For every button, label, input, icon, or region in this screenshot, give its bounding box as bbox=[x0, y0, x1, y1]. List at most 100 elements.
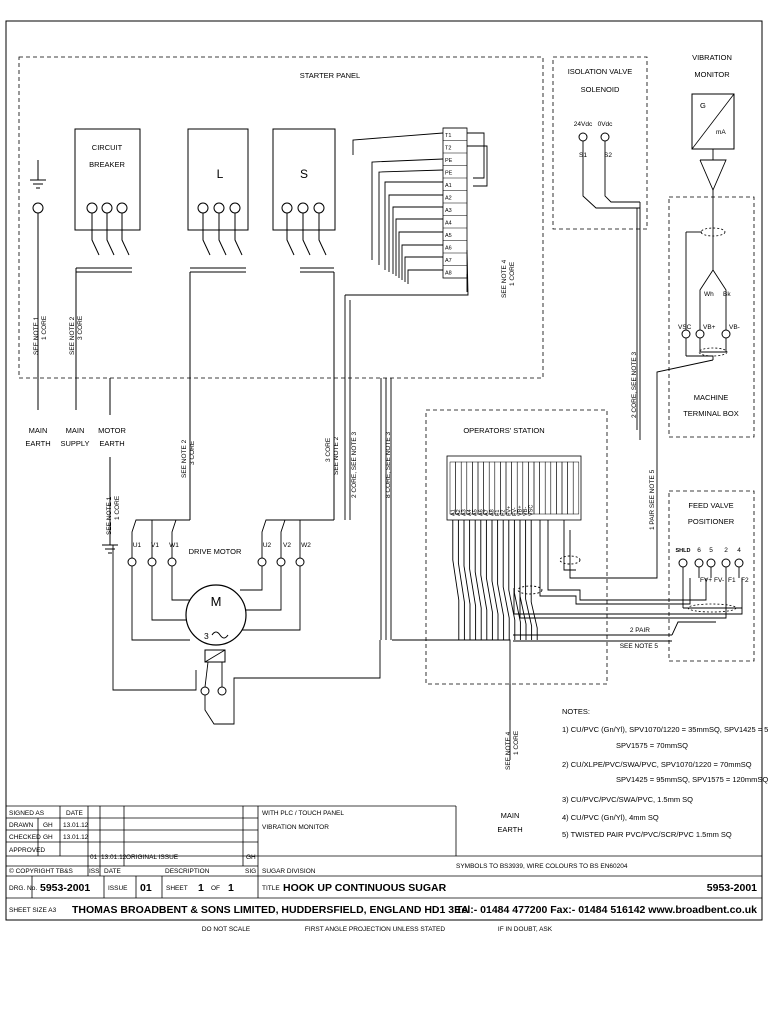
s2-label: S2 bbox=[604, 152, 612, 159]
circuit-breaker-label-2: BREAKER bbox=[89, 160, 125, 169]
tb-signed-as: SIGNED AS bbox=[9, 810, 45, 817]
tb-issue: 01 bbox=[140, 882, 152, 894]
note-line: 5) TWISTED PAIR PVC/PVC/SCR/PVC 1.5mm SQ bbox=[562, 830, 732, 839]
ops-terminal-label: FV+ bbox=[506, 506, 512, 516]
cable-note-2b: SEE NOTE 2 bbox=[181, 439, 188, 478]
cable-note-2a-sub: 3 CORE bbox=[77, 315, 84, 340]
ops-terminal-cell bbox=[561, 461, 568, 515]
isolation-valve-label-2: SOLENOID bbox=[581, 85, 620, 94]
fv-4-label: 4 bbox=[737, 547, 741, 554]
fv-5-label: 5 bbox=[709, 547, 713, 554]
tb-approved: APPROVED bbox=[9, 847, 45, 854]
motor-earth-label-1: MOTOR bbox=[98, 426, 126, 435]
ops-terminal-cell bbox=[556, 461, 563, 515]
notes-title: NOTES: bbox=[562, 707, 590, 716]
terminal-label: A2 bbox=[445, 196, 452, 202]
starter-panel-enclosure bbox=[18, 56, 544, 379]
ops-wire bbox=[525, 520, 533, 640]
cable-note-3c: 2 CORE, SEE NOTE 3 bbox=[631, 352, 638, 418]
tb-rev-date: 13.01.12 bbox=[101, 854, 127, 861]
motor-3-label: 3 bbox=[204, 631, 209, 641]
ops-terminal-cell bbox=[533, 461, 540, 515]
cable-note-4b: SEE NOTE 4 bbox=[505, 731, 512, 770]
ops-terminal-cell bbox=[477, 461, 484, 515]
contactor-l bbox=[187, 128, 249, 231]
ops-terminal-label: A6 bbox=[478, 509, 484, 516]
terminal-label: PE bbox=[445, 171, 453, 177]
tb-title: HOOK UP CONTINUOUS SUGAR bbox=[283, 882, 447, 894]
tb-sig-header: SIG bbox=[245, 868, 256, 875]
ops-terminal-label: F2 bbox=[501, 510, 507, 516]
tb-plc-note: WITH PLC / TOUCH PANEL bbox=[262, 810, 344, 817]
contactor-s-label: S bbox=[300, 167, 308, 181]
tb-rev-by: GH bbox=[246, 854, 256, 861]
cable-note-3a: 2 CORE, SEE NOTE 3 bbox=[351, 432, 358, 498]
fv-shld-label: SHLD bbox=[676, 548, 691, 554]
ops-terminal-cell bbox=[572, 461, 580, 515]
ops-terminal-label: A5 bbox=[473, 509, 479, 516]
main-earth-bottom-2: EARTH bbox=[497, 825, 522, 834]
ops-wire bbox=[508, 520, 516, 640]
note-line: 2) CU/XLPE/PVC/SWA/PVC, SPV1070/1220 = 7… bbox=[562, 760, 752, 769]
ops-wire bbox=[530, 520, 538, 640]
tb-sheet-label: SHEET bbox=[166, 885, 188, 892]
drive-motor-label: DRIVE MOTOR bbox=[189, 547, 242, 556]
tb-sheet-size: SHEET SIZE A3 bbox=[9, 907, 57, 914]
main-supply-label-2: SUPPLY bbox=[60, 439, 89, 448]
fv-2-label: 2 bbox=[724, 547, 728, 554]
terminal-label: A1 bbox=[445, 183, 452, 189]
terminal-label: A5 bbox=[445, 233, 452, 239]
cable-note-2b-sub: 3 CORE bbox=[189, 440, 196, 465]
note-line: SPV1575 = 70mmSQ bbox=[616, 741, 688, 750]
main-earth-label-1: MAIN bbox=[29, 426, 48, 435]
machine-tb-label-2: TERMINAL BOX bbox=[683, 409, 739, 418]
ops-terminal-cell bbox=[455, 461, 462, 515]
machine-terminal-box-enclosure bbox=[668, 196, 755, 438]
drawing-border bbox=[5, 20, 763, 921]
ops-terminal-cell bbox=[539, 461, 546, 515]
vm-g-label: G bbox=[700, 101, 706, 110]
note-line: 1) CU/PVC (Gn/Yl), SPV1070/1220 = 35mmSQ… bbox=[562, 725, 768, 734]
ops-terminal-cell bbox=[511, 461, 518, 515]
ops-wire bbox=[474, 520, 482, 640]
ops-terminal-cell bbox=[550, 461, 557, 515]
ops-terminal-label: A7 bbox=[484, 509, 490, 516]
w2-label: W2 bbox=[301, 542, 311, 549]
ops-terminal-cell bbox=[449, 461, 456, 515]
cable-note-1a-sub: 1 CORE bbox=[41, 315, 48, 340]
cable-note-2a: SEE NOTE 2 bbox=[69, 316, 76, 355]
note-line: 3) CU/PVC/PVC/SWA/PVC, 1.5mm SQ bbox=[562, 795, 693, 804]
ops-terminal-label: A1 bbox=[450, 509, 456, 516]
ops-wire bbox=[452, 520, 460, 640]
two-pair-label-1: 2 PAIR bbox=[630, 627, 650, 634]
tb-title-label: TITLE bbox=[262, 885, 280, 892]
terminal-label: A8 bbox=[445, 271, 452, 277]
ops-wire bbox=[513, 520, 521, 640]
ops-wire bbox=[519, 520, 527, 640]
main-earth-label-2: EARTH bbox=[25, 439, 50, 448]
wh-label: Wh bbox=[704, 291, 714, 298]
machine-tb-label-1: MACHINE bbox=[694, 393, 729, 402]
terminal-label: A7 bbox=[445, 258, 452, 264]
ops-terminal-cell bbox=[522, 461, 529, 515]
ops-wire bbox=[502, 520, 510, 640]
ops-terminal-cell bbox=[500, 461, 507, 515]
tb-division: SUGAR DIVISION bbox=[262, 868, 316, 875]
terminal-label: T2 bbox=[445, 146, 451, 152]
terminal-label: T1 bbox=[445, 133, 451, 139]
v1-label: V1 bbox=[151, 542, 159, 549]
ops-terminal-cell bbox=[488, 461, 496, 515]
main-supply-label-1: MAIN bbox=[66, 426, 85, 435]
ops-terminal-cell bbox=[483, 461, 490, 515]
cable-note-1b-sub: 1 CORE bbox=[114, 495, 121, 520]
vb-minus-label: VB- bbox=[729, 324, 740, 331]
starter-panel-label: STARTER PANEL bbox=[300, 71, 360, 80]
two-pair-label-2: SEE NOTE 5 bbox=[620, 643, 659, 650]
ops-terminal-label: A3 bbox=[462, 509, 468, 516]
tb-symbols-note: SYMBOLS TO BS3939, WIRE COLOURS TO BS EN… bbox=[456, 863, 628, 870]
isolation-valve-label-1: ISOLATION VALVE bbox=[568, 67, 633, 76]
feed-valve-label-2: POSITIONER bbox=[688, 517, 735, 526]
tb-drawn-by: GH bbox=[43, 822, 53, 829]
